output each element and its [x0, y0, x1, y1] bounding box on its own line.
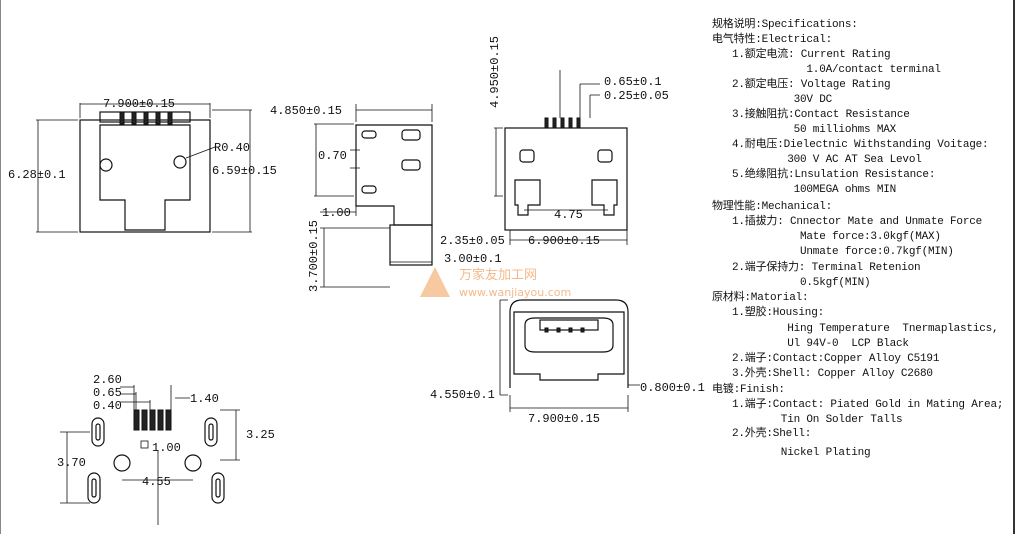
dim-fp-0-65: 0.65	[93, 386, 122, 400]
spec-line: 2.端子保持力: Terminal Retenion	[732, 262, 921, 274]
spec-line: 1.端子:Contact: Piated Gold in Mating Area…	[732, 399, 1004, 411]
dim-side-height: 3.700±0.15	[307, 220, 321, 292]
spec-line: 1.塑胶:Housing:	[732, 307, 825, 319]
specifications-block: 规格说明:Specifications: 电气特性:Electrical: 1.…	[712, 0, 1012, 534]
dim-side-length: 4.850±0.15	[270, 104, 342, 118]
dim-fp-1-40: 1.40	[190, 392, 219, 406]
spec-line: Hing Temperature Tnermaplastics,	[768, 323, 999, 335]
dim-side-slot: 0.70	[318, 149, 347, 163]
spec-line: 50 milliohms MAX	[768, 124, 897, 136]
dim-front-height: 4.950±0.15	[488, 36, 502, 108]
dim-fp-0-40: 0.40	[93, 399, 122, 413]
watermark-title: 万家友加工网	[459, 268, 538, 283]
spec-line: Mate force:3.0kgf(MAX)	[768, 231, 941, 243]
spec-line: 30V DC	[768, 94, 833, 106]
dim-mating-width: 7.900±0.15	[528, 412, 600, 426]
dim-fp-3-70: 3.70	[57, 456, 86, 470]
spec-line: 4.耐电压:Dielectnic Withstanding Voitage:	[732, 139, 989, 151]
dim-fp-3-25: 3.25	[246, 428, 275, 442]
spec-line: 2.额定电压: Voltage Rating	[732, 79, 891, 91]
spec-line: Nickel Plating	[768, 447, 871, 459]
watermark-url: www.wanjiayou.com	[459, 286, 572, 299]
front-view: 4.950±0.15 0.65±0.1 0.25±0.05 4.75 2.35±…	[440, 36, 669, 248]
spec-line: 1.额定电流: Current Rating	[732, 49, 891, 61]
spec-line: 300 V AC AT Sea Levol	[768, 154, 922, 166]
watermark: 万家友加工网 www.wanjiayou.com	[415, 262, 615, 302]
spec-line: Unmate force:0.7kgf(MIN)	[768, 246, 954, 258]
dim-fp-1-00: 1.00	[152, 441, 181, 455]
top-view: 7.900±0.15 6.28±0.1 R0.40 6.59±0.15	[8, 97, 277, 233]
spec-line: 2.端子:Contact:Copper Alloy C5191	[732, 353, 940, 365]
dim-fp-4-55: 4.55	[142, 475, 171, 489]
spec-line: 0.5kgf(MIN)	[768, 277, 871, 289]
dim-side-step: 1.00	[322, 206, 351, 220]
side-view: 4.850±0.15 0.70 1.00 3.700±0.15 3.00±0.1	[270, 104, 502, 292]
spec-line: 100MEGA ohms MIN	[768, 184, 897, 196]
spec-line: 原材料:Matorial:	[712, 292, 809, 304]
dim-peg-span: 4.75	[554, 208, 583, 222]
spec-line: 电气特性:Electrical:	[712, 34, 833, 46]
spec-line: 1.0A/contact terminal	[768, 64, 941, 76]
spec-line: 1.插拔力: Cnnector Mate and Unmate Force	[732, 216, 983, 228]
spec-line: 3.外壳:Shell: Copper Alloy C2680	[732, 368, 933, 380]
dim-front-width: 6.900±0.15	[528, 234, 600, 248]
spec-line: Ul 94V-0 LCP Black	[768, 338, 909, 350]
dim-top-height-right: 6.59±0.15	[212, 164, 277, 178]
pcb-footprint: 2.60 0.65 0.40 1.40 3.25 1.00 3.70 4.55	[57, 373, 275, 525]
dim-mating-tab: 0.800±0.1	[640, 381, 705, 395]
spec-line: 2.外壳:Shell:	[732, 428, 812, 440]
dim-pitch: 0.65±0.1	[604, 75, 662, 89]
spec-line: 电镀:Finish:	[712, 384, 785, 396]
mating-view: 4.550±0.1 0.800±0.1 7.900±0.15	[430, 299, 705, 426]
dim-mating-height: 4.550±0.1	[430, 388, 495, 402]
watermark-logo-icon	[420, 267, 450, 297]
dim-fp-2-60: 2.60	[93, 373, 122, 387]
dim-radius: R0.40	[214, 141, 250, 155]
dim-side-tail: 3.00±0.1	[444, 252, 502, 266]
dim-pin-width: 0.25±0.05	[604, 89, 669, 103]
spec-line: 规格说明:Specifications:	[712, 19, 858, 31]
spec-line: 物理性能:Mechanical:	[712, 201, 833, 213]
dim-front-offset: 2.35±0.05	[440, 234, 505, 248]
spec-line: Tin On Solder Talls	[768, 414, 903, 426]
dim-top-width: 7.900±0.15	[103, 97, 175, 111]
dim-top-height-left: 6.28±0.1	[8, 168, 66, 182]
spec-line: 5.绝缘阻抗:Lnsulation Resistance:	[732, 169, 936, 181]
spec-line: 3.接触阻抗:Contact Resistance	[732, 109, 910, 121]
